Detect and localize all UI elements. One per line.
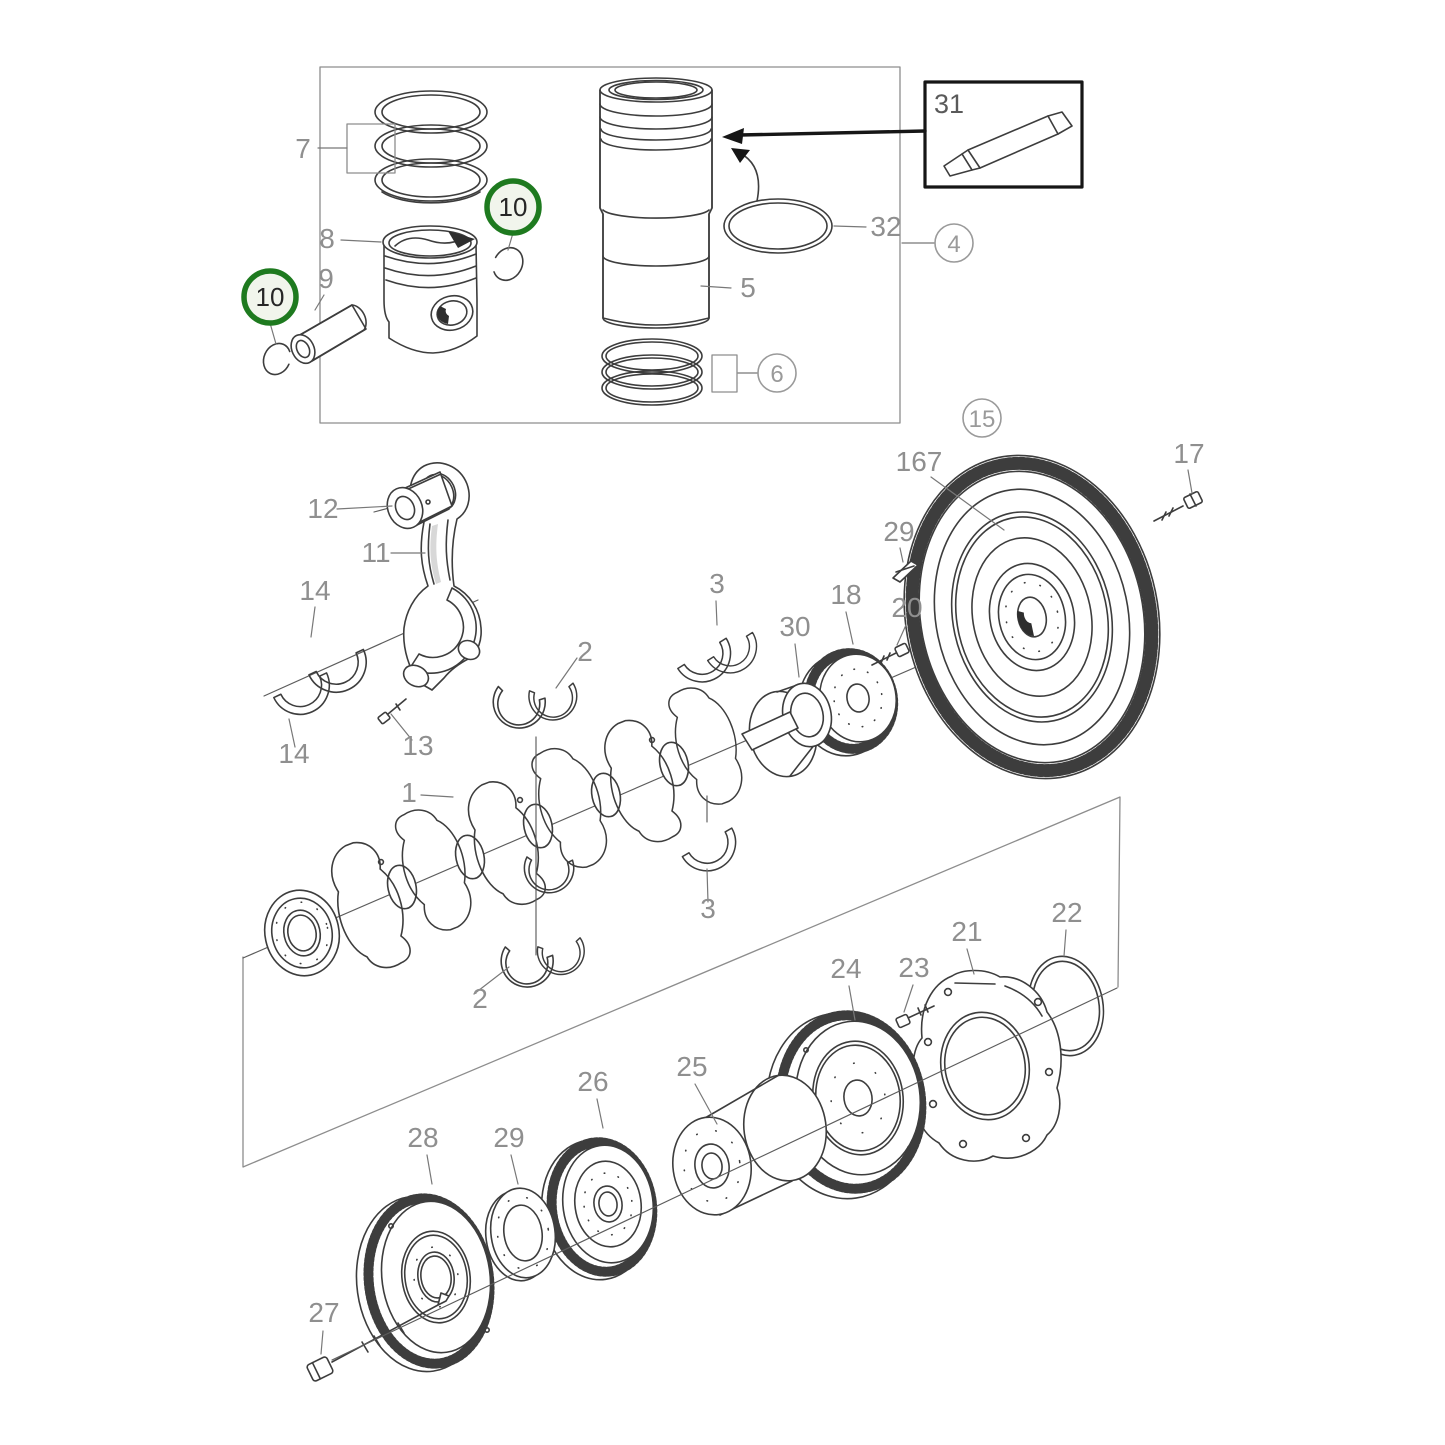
callout-26: 26 [577, 1066, 608, 1097]
callout-12: 12 [307, 493, 338, 524]
small-end-bushing-illustration [386, 471, 457, 530]
callout-29-key: 29 [883, 516, 914, 547]
leader-lines [269, 147, 1193, 1355]
piston-illustration [382, 225, 478, 354]
callout-18: 18 [830, 579, 861, 610]
group-badge-4[interactable]: 4 [934, 223, 974, 263]
highlight-badge-10-left[interactable]: 10 [241, 268, 299, 326]
callout-23: 23 [898, 952, 929, 983]
crank-pulley-illustration [355, 1193, 495, 1373]
crank-seal-group-plane [242, 796, 1121, 1168]
badge-4-label: 4 [947, 231, 960, 258]
flywheel-illustration [903, 454, 1161, 780]
callout-3-lower: 3 [700, 893, 716, 924]
callout-11: 11 [361, 537, 390, 568]
badge-4-circle[interactable] [934, 223, 974, 263]
circlip-illustrations [262, 246, 524, 376]
pulley-group-axis-line [331, 987, 1118, 1361]
callout-22: 22 [1051, 897, 1082, 928]
seal-retainer-plate-illustration [912, 969, 1062, 1162]
callout-labels: 7 8 9 5 32 31 12 11 14 14 13 2 2 3 3 1 3… [278, 89, 1204, 1328]
callout-32: 32 [870, 211, 901, 242]
callout-167: 167 [896, 446, 943, 477]
callout-2-lower: 2 [472, 983, 488, 1014]
piston-rings-illustration [346, 90, 488, 204]
highlight-badge-10-right[interactable]: 10 [484, 178, 542, 236]
badge-10-left-circle[interactable] [241, 268, 299, 326]
plate-bolt-illustration [895, 1004, 935, 1029]
callout-14-upper: 14 [299, 575, 330, 606]
badge-10-right-label: 10 [499, 192, 528, 222]
callout-14-lower: 14 [278, 738, 309, 769]
badge-6-circle[interactable] [757, 353, 797, 393]
callout-25: 25 [676, 1051, 707, 1082]
liner-oring-set-illustration [601, 338, 738, 406]
rings-bracket [346, 123, 396, 174]
crankshaft-axis-line [242, 609, 1049, 959]
callout-28: 28 [407, 1122, 438, 1153]
callout-7: 7 [295, 133, 311, 164]
callout-20: 20 [891, 592, 922, 623]
pulley-bolt-illustration [306, 1292, 450, 1382]
small-damper-illustration [540, 1137, 658, 1281]
callout-31: 31 [934, 89, 964, 119]
oring-bracket [711, 354, 738, 393]
callout-29-flange: 29 [493, 1122, 524, 1153]
piston-liner-group-box [319, 66, 901, 424]
key-illustration [892, 560, 919, 583]
callout-1: 1 [401, 777, 417, 808]
callout-17: 17 [1173, 438, 1204, 469]
flywheel-bolt-illustration [1153, 490, 1203, 522]
callout-3-upper: 3 [709, 568, 725, 599]
crank-hub-illustration [671, 1074, 828, 1216]
sealant-box [722, 80, 1084, 202]
badge-15-label: 15 [969, 406, 996, 433]
callout-2-upper: 2 [577, 636, 593, 667]
crankshaft-illustration [263, 679, 799, 978]
rod-bearing-shells-illustration [273, 648, 377, 725]
sealant-tube-illustration [943, 111, 1073, 177]
badge-15-circle[interactable] [962, 398, 1002, 438]
callout-27: 27 [308, 1297, 339, 1328]
badge-10-left-label: 10 [256, 282, 285, 312]
callout-8: 8 [319, 223, 335, 254]
callout-5: 5 [740, 272, 756, 303]
thrust-washers-illustration [486, 682, 590, 992]
callout-30: 30 [779, 611, 810, 642]
liner-seal-ring-illustration [723, 198, 833, 254]
group-badge-15[interactable]: 15 [962, 398, 1002, 438]
group-boxes [242, 66, 1121, 1168]
main-bearing-shells-illustration [677, 631, 768, 883]
callout-21: 21 [951, 916, 982, 947]
badge-6-label: 6 [770, 361, 783, 388]
callout-13: 13 [402, 730, 433, 761]
callout-9: 9 [318, 263, 334, 294]
badge-10-right-circle[interactable] [484, 178, 542, 236]
pulley-flange-illustration [484, 1187, 557, 1282]
gear-bolt-illustration [871, 642, 910, 666]
piston-pin-illustration [290, 304, 367, 365]
callout-24: 24 [830, 953, 861, 984]
rod-bolt-illustration [377, 698, 407, 725]
cylinder-liner-illustration [599, 77, 713, 329]
group-badge-6[interactable]: 6 [757, 353, 797, 393]
